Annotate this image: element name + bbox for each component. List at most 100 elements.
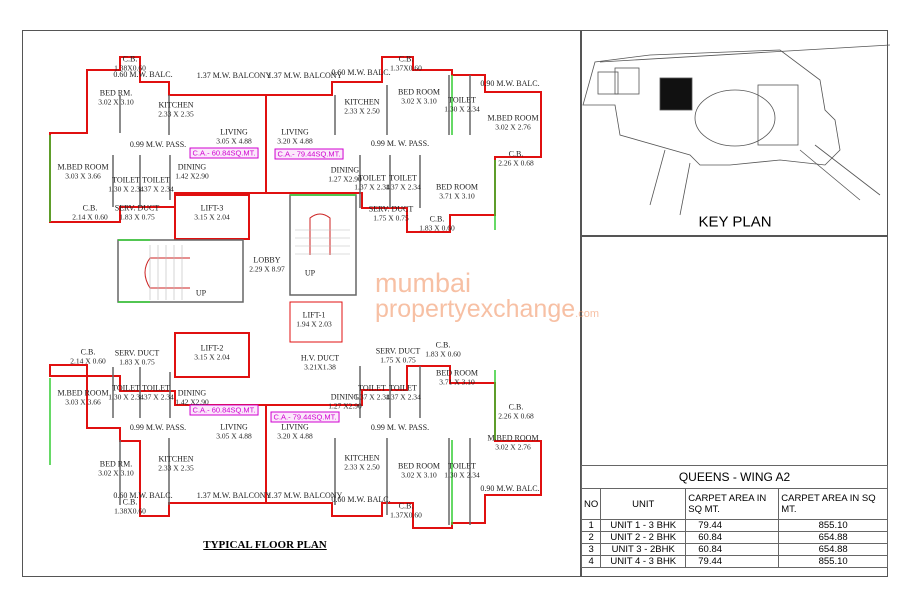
cell-area-sqm: 79.44 [685, 519, 780, 532]
col-header-area-sqm: CARPET AREA IN SQ MT. [685, 488, 780, 520]
cell-unit: UNIT 1 - 3 BHK [600, 519, 687, 532]
room-label: C.B.1.38X0.60 [114, 498, 146, 516]
room-name: M.BED ROOM [487, 433, 539, 443]
room-label: 0.60 M.W. BALC. [331, 495, 390, 505]
room-label: 0.99 M.W. PASS. [129, 422, 187, 433]
room-label: C.B.2.26 X 0.68 [498, 403, 534, 421]
carpet-area-table: QUEENS - WING A2 NO UNIT CARPET AREA IN … [580, 465, 888, 568]
col-header-area-2: CARPET AREA IN SQ MT. [778, 488, 888, 520]
room-dimensions: 1.37 X 2.34 [354, 392, 390, 401]
room-dimensions: 2.26 X 0.68 [498, 411, 534, 420]
room-name: TOILET [448, 461, 476, 471]
room-dimensions: 1.38X0.60 [114, 63, 146, 72]
room-name: TOILET [142, 383, 170, 393]
room-name: KITCHEN [158, 100, 194, 110]
room-dimensions: 1.38X0.60 [114, 506, 146, 515]
carpet-area-tag: C.A.- 60.84SQ.MT. [189, 404, 259, 416]
room-name: 0.99 M.W. PASS. [129, 422, 187, 432]
room-name: TOILET [358, 173, 386, 183]
cell-area-sqm: 60.84 [685, 531, 780, 544]
col-header-unit: UNIT [600, 488, 687, 520]
room-label: C.B.1.83 X 0.60 [425, 341, 460, 359]
room-name: 0.60 M.W. BALC. [331, 67, 391, 77]
room-name: 1.37 M.W. BALCONY [267, 490, 343, 500]
room-name: BED RM. [99, 88, 133, 98]
room-dimensions: 3.03 X 3.66 [65, 397, 101, 406]
room-name: LIVING [220, 127, 248, 137]
room-dimensions: 2.14 X 0.60 [70, 356, 106, 365]
room-label: 1.37 M.W. BALCONY [268, 71, 343, 81]
room-dimensions: 2.33 X 2.35 [158, 109, 194, 118]
room-name: TOILET [112, 175, 140, 185]
room-name: LIFT-2 [200, 343, 224, 353]
room-name: 0.60 M.W. BALC. [113, 490, 173, 500]
room-name: SERV. DUCT [375, 346, 421, 356]
room-label: 0.60 M.W. BALC. [113, 70, 172, 80]
drawing-frame [22, 30, 888, 577]
room-name: SERV. DUCT [114, 203, 160, 213]
stair-up-label: UP [195, 288, 207, 298]
room-name: C.B. [82, 203, 98, 213]
carpet-area-tag: C.A.- 79.44SQ.MT. [270, 411, 340, 423]
room-name: TOILET [389, 383, 417, 393]
cell-no: 4 [580, 555, 602, 568]
room-dimensions: 1.83 X 0.75 [119, 212, 155, 221]
room-dimensions: 1.37 X 2.34 [385, 182, 421, 191]
room-dimensions: 1.37 X 2.34 [138, 392, 174, 401]
panel-divider [580, 30, 582, 577]
room-dimensions: 2.33 X 2.50 [344, 106, 380, 115]
room-label: 0.99 M. W. PASS. [370, 138, 430, 149]
room-name: M.BED ROOM [487, 113, 539, 123]
room-name: LIFT-1 [302, 310, 326, 320]
room-name: BED ROOM [435, 368, 479, 378]
room-name: TOILET [358, 383, 386, 393]
room-name: DINING [177, 388, 207, 398]
plan-title: TYPICAL FLOOR PLAN [203, 539, 327, 551]
room-label: 0.60 M.W. BALC. [331, 67, 391, 78]
room-dimensions: 3.15 X 2.04 [194, 212, 230, 221]
room-name: 0.99 M. W. PASS. [370, 422, 430, 432]
room-name: 0.99 M. W. PASS. [370, 138, 430, 148]
room-dimensions: 1.37 X 2.34 [138, 184, 174, 193]
stairs [144, 213, 331, 289]
room-dimensions: 1.42 X2.90 [175, 171, 209, 180]
room-name: KITCHEN [344, 97, 380, 107]
key-plan-map [582, 44, 891, 216]
cell-area-2: 855.10 [778, 555, 888, 568]
room-label: 0.99 M. W. PASS. [370, 422, 430, 433]
watermark-line2: propertyexchange [375, 295, 576, 323]
room-dimensions: 3.03 X 3.66 [65, 171, 101, 180]
room-dimensions: 2.29 X 8.97 [249, 264, 285, 273]
room-dimensions: 1.30 X 2.34 [108, 392, 144, 401]
carpet-area-tag: C.A.- 79.44SQ.MT. [274, 148, 344, 160]
room-name: DINING [330, 392, 360, 402]
room-dimensions: 1.37 X 2.34 [354, 182, 390, 191]
room-dimensions: 1.75 X 0.75 [373, 213, 409, 222]
unit-4-outline [265, 365, 542, 529]
room-name: C.B. [122, 54, 138, 64]
lift-1-outline [289, 301, 343, 343]
room-dimensions: 2.14 X 0.60 [72, 212, 108, 221]
room-name: C.B. [398, 54, 414, 64]
room-name: DINING [177, 162, 207, 172]
